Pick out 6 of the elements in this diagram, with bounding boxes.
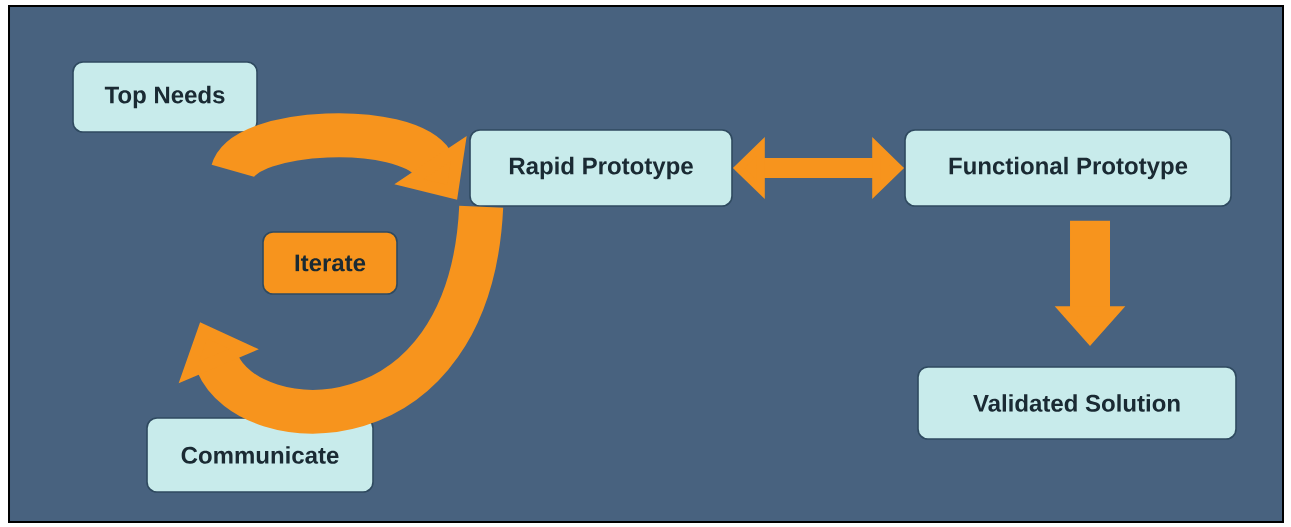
process-box: Validated Solution: [917, 366, 1237, 440]
process-box: Rapid Prototype: [469, 129, 733, 207]
label-box: Iterate: [262, 231, 398, 295]
process-box: Top Needs: [72, 61, 258, 133]
process-box: Communicate: [146, 417, 374, 493]
process-box: Functional Prototype: [904, 129, 1232, 207]
